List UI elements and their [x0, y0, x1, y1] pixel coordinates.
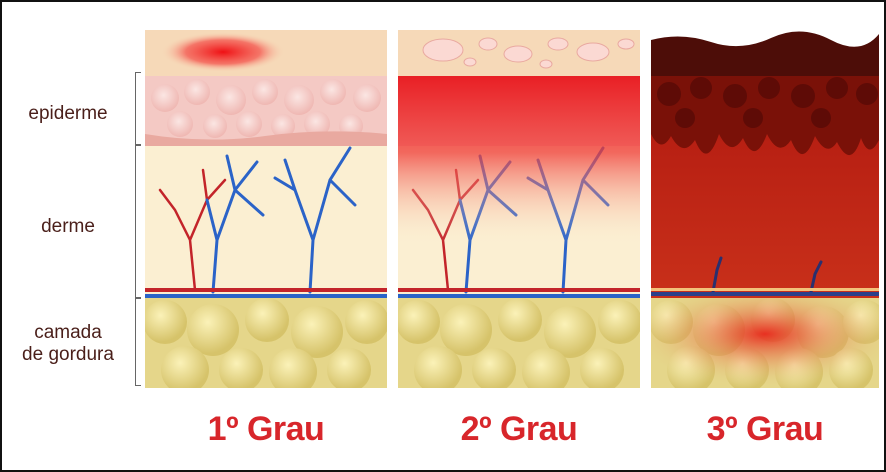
- fat-layer-label: camada de gordura: [12, 322, 124, 366]
- epidermis-label: epiderme: [12, 103, 124, 125]
- artery-line: [398, 288, 640, 292]
- fat-burn-redness: [651, 298, 879, 388]
- redness-spot: [161, 32, 285, 72]
- vein-line: [145, 294, 387, 298]
- artery-line: [651, 288, 879, 291]
- burn-redness: [398, 76, 640, 246]
- second-degree-title: 2º Grau: [399, 410, 639, 449]
- dermis-label: derme: [12, 216, 124, 238]
- second-degree-skin-illustration: [398, 30, 640, 388]
- vein-line: [398, 294, 640, 298]
- fat-layer-bracket: [135, 298, 141, 386]
- dermis-bracket: [135, 145, 141, 298]
- artery-line: [145, 288, 387, 292]
- epidermis-bracket: [135, 72, 141, 145]
- third-degree-title: 3º Grau: [645, 410, 885, 449]
- first-degree-skin-illustration: [145, 30, 387, 388]
- vein-line: [651, 292, 879, 296]
- first-degree-title: 1º Grau: [146, 410, 386, 449]
- third-degree-skin-illustration: [651, 30, 879, 388]
